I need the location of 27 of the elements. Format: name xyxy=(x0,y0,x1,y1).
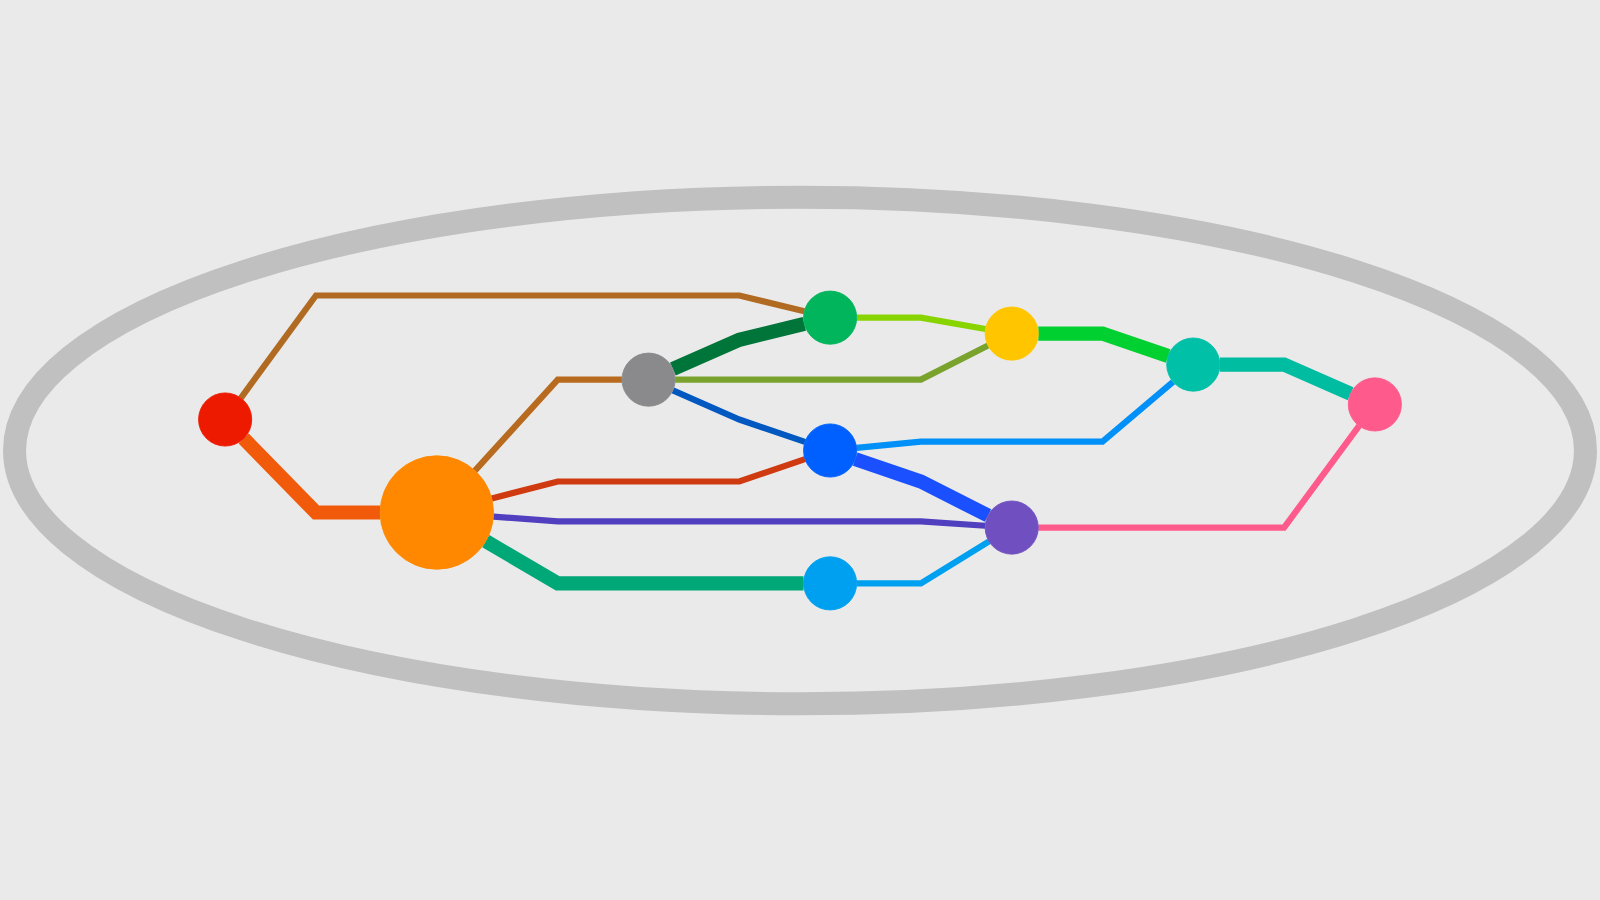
node-circle xyxy=(198,392,253,446)
node-circle xyxy=(1347,376,1402,431)
node-circle xyxy=(984,306,1039,361)
connector xyxy=(1219,357,1354,400)
connector xyxy=(1038,423,1362,531)
connector xyxy=(853,451,992,522)
connector xyxy=(856,378,1176,451)
connector xyxy=(482,534,804,590)
node-circle xyxy=(984,500,1039,555)
connector xyxy=(856,314,987,332)
node-circle xyxy=(1166,337,1221,392)
connector xyxy=(493,513,986,529)
connector xyxy=(856,538,991,586)
connector xyxy=(671,387,806,445)
node-circle xyxy=(621,352,676,407)
connector xyxy=(472,376,622,473)
cluster xyxy=(3,185,1597,715)
node-circle xyxy=(803,290,858,345)
node-circle xyxy=(379,454,494,570)
connector xyxy=(238,291,806,400)
connector xyxy=(491,455,806,501)
connector xyxy=(238,433,381,520)
connector xyxy=(1038,326,1171,363)
connector xyxy=(670,316,806,375)
node-circle xyxy=(803,555,858,610)
connector xyxy=(675,342,990,383)
node-circle xyxy=(803,423,858,477)
